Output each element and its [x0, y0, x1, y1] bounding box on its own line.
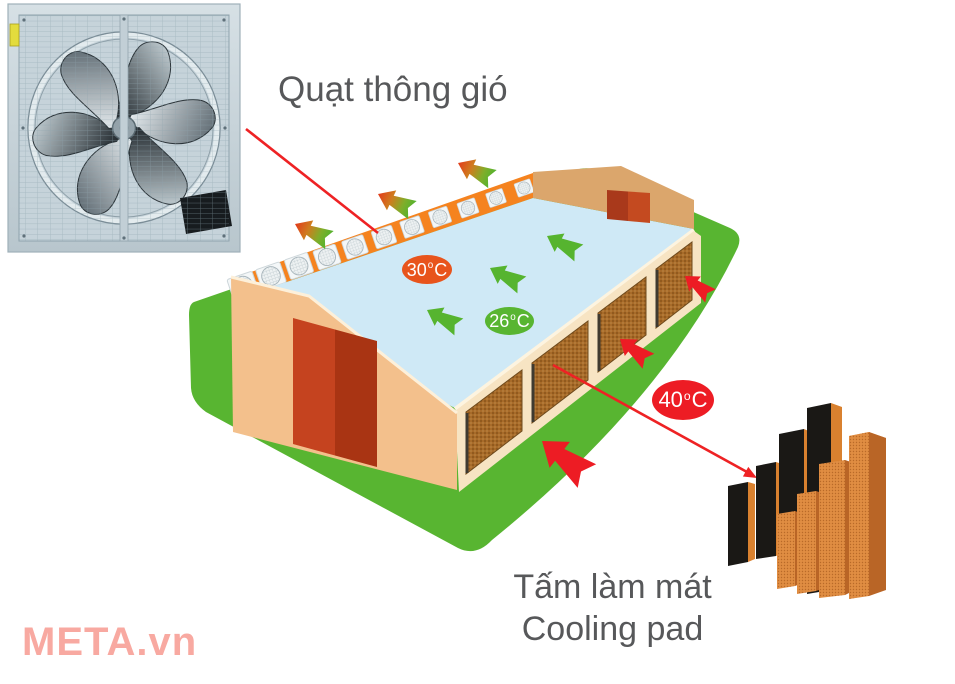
right-gable — [533, 166, 694, 229]
cooling-pad-panel — [465, 369, 523, 476]
temperature-value: 26 — [489, 311, 510, 331]
cooling-pad-caption-vi: Tấm làm mát — [513, 568, 712, 606]
exhaust-fan-photo — [7, 3, 241, 253]
meta-vn-logo: META.vn — [22, 620, 198, 664]
temperature-value: 30 — [406, 259, 427, 280]
cooling-pad-stack — [728, 403, 886, 599]
fan-leader-line — [245, 127, 379, 235]
fan-title-label: Quạt thông gió — [278, 70, 508, 109]
left-gable — [230, 275, 458, 490]
degree-symbol: o — [510, 311, 516, 323]
pad-leader-line — [552, 363, 757, 478]
exhaust-air-arrow-icon — [453, 153, 498, 190]
cooling-pad-caption-en: Cooling pad — [521, 610, 704, 649]
pad-leader-arrowhead-icon — [742, 466, 757, 478]
exhaust-air-arrow-icon — [373, 184, 418, 221]
cooling-pad-slab — [797, 491, 822, 594]
right-gable-door — [607, 190, 650, 223]
temperature-unit: C — [691, 387, 708, 412]
temperature-unit: C — [516, 311, 530, 331]
cooling-pad-slab — [819, 460, 851, 598]
exhaust-air-arrow-icon — [290, 214, 335, 251]
fan-center-mullion — [119, 14, 129, 242]
temperature-unit: C — [434, 259, 448, 280]
temperature-value: 40 — [658, 387, 683, 412]
fan-label-sticker — [9, 23, 20, 47]
cooling-pad-slab — [849, 432, 886, 599]
degree-symbol: o — [427, 260, 434, 272]
cooling-pad-caption: Tấm làm mát Cooling pad — [430, 566, 795, 650]
roof-eave-trim — [453, 228, 696, 411]
building — [226, 166, 701, 492]
left-gable-door — [293, 318, 377, 467]
cooling-pad-panel — [655, 241, 693, 330]
cooling-pad-wall — [455, 231, 701, 492]
cooling-pad-panel — [597, 276, 647, 374]
cooling-pad-panel — [531, 320, 589, 425]
cooling-pad-slab — [728, 482, 755, 566]
degree-symbol: o — [683, 389, 691, 404]
